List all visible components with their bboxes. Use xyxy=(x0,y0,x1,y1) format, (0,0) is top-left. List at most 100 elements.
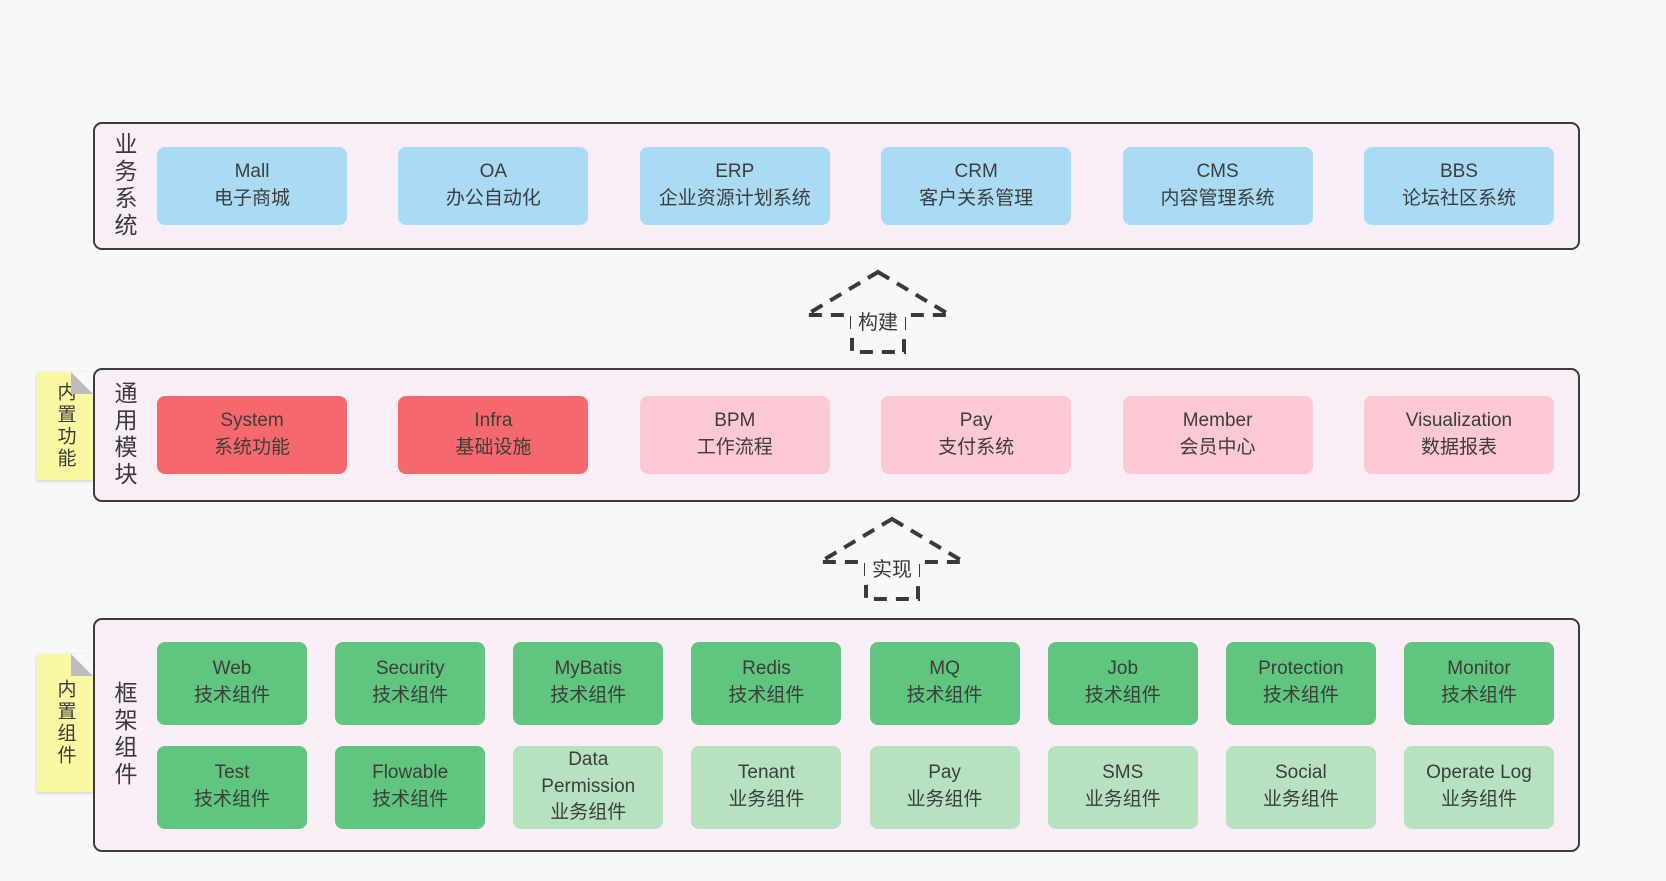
implement-arrow: 实现 xyxy=(812,516,972,607)
box-title: Test xyxy=(214,762,250,784)
framework-row-2: Test 技术组件 Flowable 技术组件 Data Permission … xyxy=(157,745,1554,829)
sticky-note-text: 内置功能 xyxy=(54,382,76,470)
box-redis: Redis 技术组件 xyxy=(691,641,842,725)
box-mybatis: MyBatis 技术组件 xyxy=(513,641,664,725)
box-title: MQ xyxy=(929,658,960,680)
box-title: Member xyxy=(1182,410,1253,432)
box-subtitle: 技术组件 xyxy=(372,789,449,810)
box-pay-module: Pay 支付系统 xyxy=(881,396,1072,474)
box-subtitle: 业务组件 xyxy=(1262,789,1339,810)
box-title: CMS xyxy=(1196,161,1239,183)
box-title: SMS xyxy=(1102,762,1144,784)
box-mq: MQ 技术组件 xyxy=(869,641,1020,725)
box-title: OA xyxy=(479,161,508,183)
box-title: Visualization xyxy=(1405,410,1513,432)
box-mall: Mall 电子商城 xyxy=(157,147,347,225)
band-framework-components-content: Web 技术组件 Security 技术组件 MyBatis 技术组件 Redi… xyxy=(153,641,1578,829)
box-subtitle: 客户关系管理 xyxy=(919,188,1034,209)
box-tenant: Tenant 业务组件 xyxy=(691,745,842,829)
box-erp: ERP 企业资源计划系统 xyxy=(639,147,830,225)
framework-row-1: Web 技术组件 Security 技术组件 MyBatis 技术组件 Redi… xyxy=(157,641,1554,725)
box-subtitle: 技术组件 xyxy=(1440,685,1517,706)
box-monitor: Monitor 技术组件 xyxy=(1403,641,1554,725)
band-framework-components-label: 框架组件 xyxy=(111,681,137,789)
up-arrow-icon: 实现 xyxy=(812,516,972,601)
box-title: Social xyxy=(1274,762,1327,784)
box-subtitle: 办公自动化 xyxy=(445,188,541,209)
box-title: Pay xyxy=(928,762,961,784)
box-security: Security 技术组件 xyxy=(335,641,486,725)
folded-corner-icon xyxy=(71,654,93,676)
box-flowable: Flowable 技术组件 xyxy=(335,745,486,829)
box-subtitle: 数据报表 xyxy=(1420,437,1497,458)
box-web: Web 技术组件 xyxy=(157,641,307,725)
box-subtitle: 业务组件 xyxy=(1084,789,1161,810)
box-subtitle: 技术组件 xyxy=(906,685,983,706)
box-operate-log: Operate Log 业务组件 xyxy=(1403,745,1554,829)
build-arrow: 构建 xyxy=(798,269,958,360)
box-title: Infra xyxy=(474,410,513,432)
band-common-modules-content: System 系统功能 Infra 基础设施 BPM 工作流程 Pay 支付系统… xyxy=(153,396,1578,474)
build-arrow-label: 构建 xyxy=(858,311,898,334)
box-subtitle: 论坛社区系统 xyxy=(1401,188,1516,209)
sticky-note-text: 内置组件 xyxy=(54,679,76,767)
box-subtitle: 支付系统 xyxy=(938,437,1015,458)
folded-corner-icon xyxy=(71,372,93,394)
box-sms: SMS 业务组件 xyxy=(1047,745,1198,829)
box-subtitle: 企业资源计划系统 xyxy=(658,188,811,209)
box-member: Member 会员中心 xyxy=(1122,396,1313,474)
box-title: System xyxy=(220,410,284,432)
box-pay-business: Pay 业务组件 xyxy=(869,745,1020,829)
box-infra: Infra 基础设施 xyxy=(398,396,589,474)
band-common-modules-label: 通用模块 xyxy=(111,381,137,489)
box-subtitle: 技术组件 xyxy=(1084,685,1161,706)
box-title: CRM xyxy=(954,161,998,183)
box-title: MyBatis xyxy=(554,658,623,680)
box-subtitle: 技术组件 xyxy=(1262,685,1339,706)
box-title: Tenant xyxy=(737,762,795,784)
box-protection: Protection 技术组件 xyxy=(1225,641,1376,725)
band-business-systems-content: Mall 电子商城 OA 办公自动化 ERP 企业资源计划系统 CRM 客户关系… xyxy=(153,147,1578,225)
box-subtitle: 业务组件 xyxy=(728,789,805,810)
box-bpm: BPM 工作流程 xyxy=(639,396,830,474)
box-bbs: BBS 论坛社区系统 xyxy=(1363,147,1554,225)
box-subtitle: 基础设施 xyxy=(455,437,532,458)
box-subtitle: 系统功能 xyxy=(213,437,290,458)
sticky-note-built-in-components: 内置组件 xyxy=(37,654,93,792)
box-title: Job xyxy=(1107,658,1139,680)
box-subtitle: 技术组件 xyxy=(193,685,270,706)
box-title: Security xyxy=(375,658,445,680)
box-title: Data Permission xyxy=(541,748,636,797)
box-visualization: Visualization 数据报表 xyxy=(1363,396,1554,474)
box-subtitle: 技术组件 xyxy=(728,685,805,706)
box-test: Test 技术组件 xyxy=(157,745,307,829)
box-title: Redis xyxy=(742,658,791,680)
box-subtitle: 会员中心 xyxy=(1179,437,1256,458)
implement-arrow-label: 实现 xyxy=(872,558,912,581)
box-title: Operate Log xyxy=(1426,762,1532,784)
up-arrow-icon: 构建 xyxy=(798,269,958,354)
box-title: Pay xyxy=(959,410,993,432)
band-common-modules: 通用模块 System 系统功能 Infra 基础设施 BPM 工作流程 Pay… xyxy=(93,368,1580,502)
box-subtitle: 业务组件 xyxy=(550,802,627,824)
box-title: Monitor xyxy=(1447,658,1511,680)
box-title: Protection xyxy=(1258,658,1344,680)
box-subtitle: 技术组件 xyxy=(550,685,627,706)
box-subtitle: 业务组件 xyxy=(906,789,983,810)
box-title: Mall xyxy=(234,161,270,183)
box-system: System 系统功能 xyxy=(157,396,347,474)
box-social: Social 业务组件 xyxy=(1225,745,1376,829)
box-data-permission: Data Permission 业务组件 xyxy=(513,745,664,829)
box-title: Web xyxy=(212,658,252,680)
band-framework-components: 框架组件 Web 技术组件 Security 技术组件 MyBatis 技术组件… xyxy=(93,618,1580,852)
box-subtitle: 业务组件 xyxy=(1440,789,1517,810)
box-subtitle: 工作流程 xyxy=(696,437,773,458)
box-title: BPM xyxy=(714,410,756,432)
box-subtitle: 电子商城 xyxy=(213,188,290,209)
box-oa: OA 办公自动化 xyxy=(398,147,589,225)
band-business-systems: 业务系统 Mall 电子商城 OA 办公自动化 ERP 企业资源计划系统 CRM… xyxy=(93,122,1580,250)
box-title: Flowable xyxy=(372,762,449,784)
box-cms: CMS 内容管理系统 xyxy=(1122,147,1313,225)
box-job: Job 技术组件 xyxy=(1047,641,1198,725)
